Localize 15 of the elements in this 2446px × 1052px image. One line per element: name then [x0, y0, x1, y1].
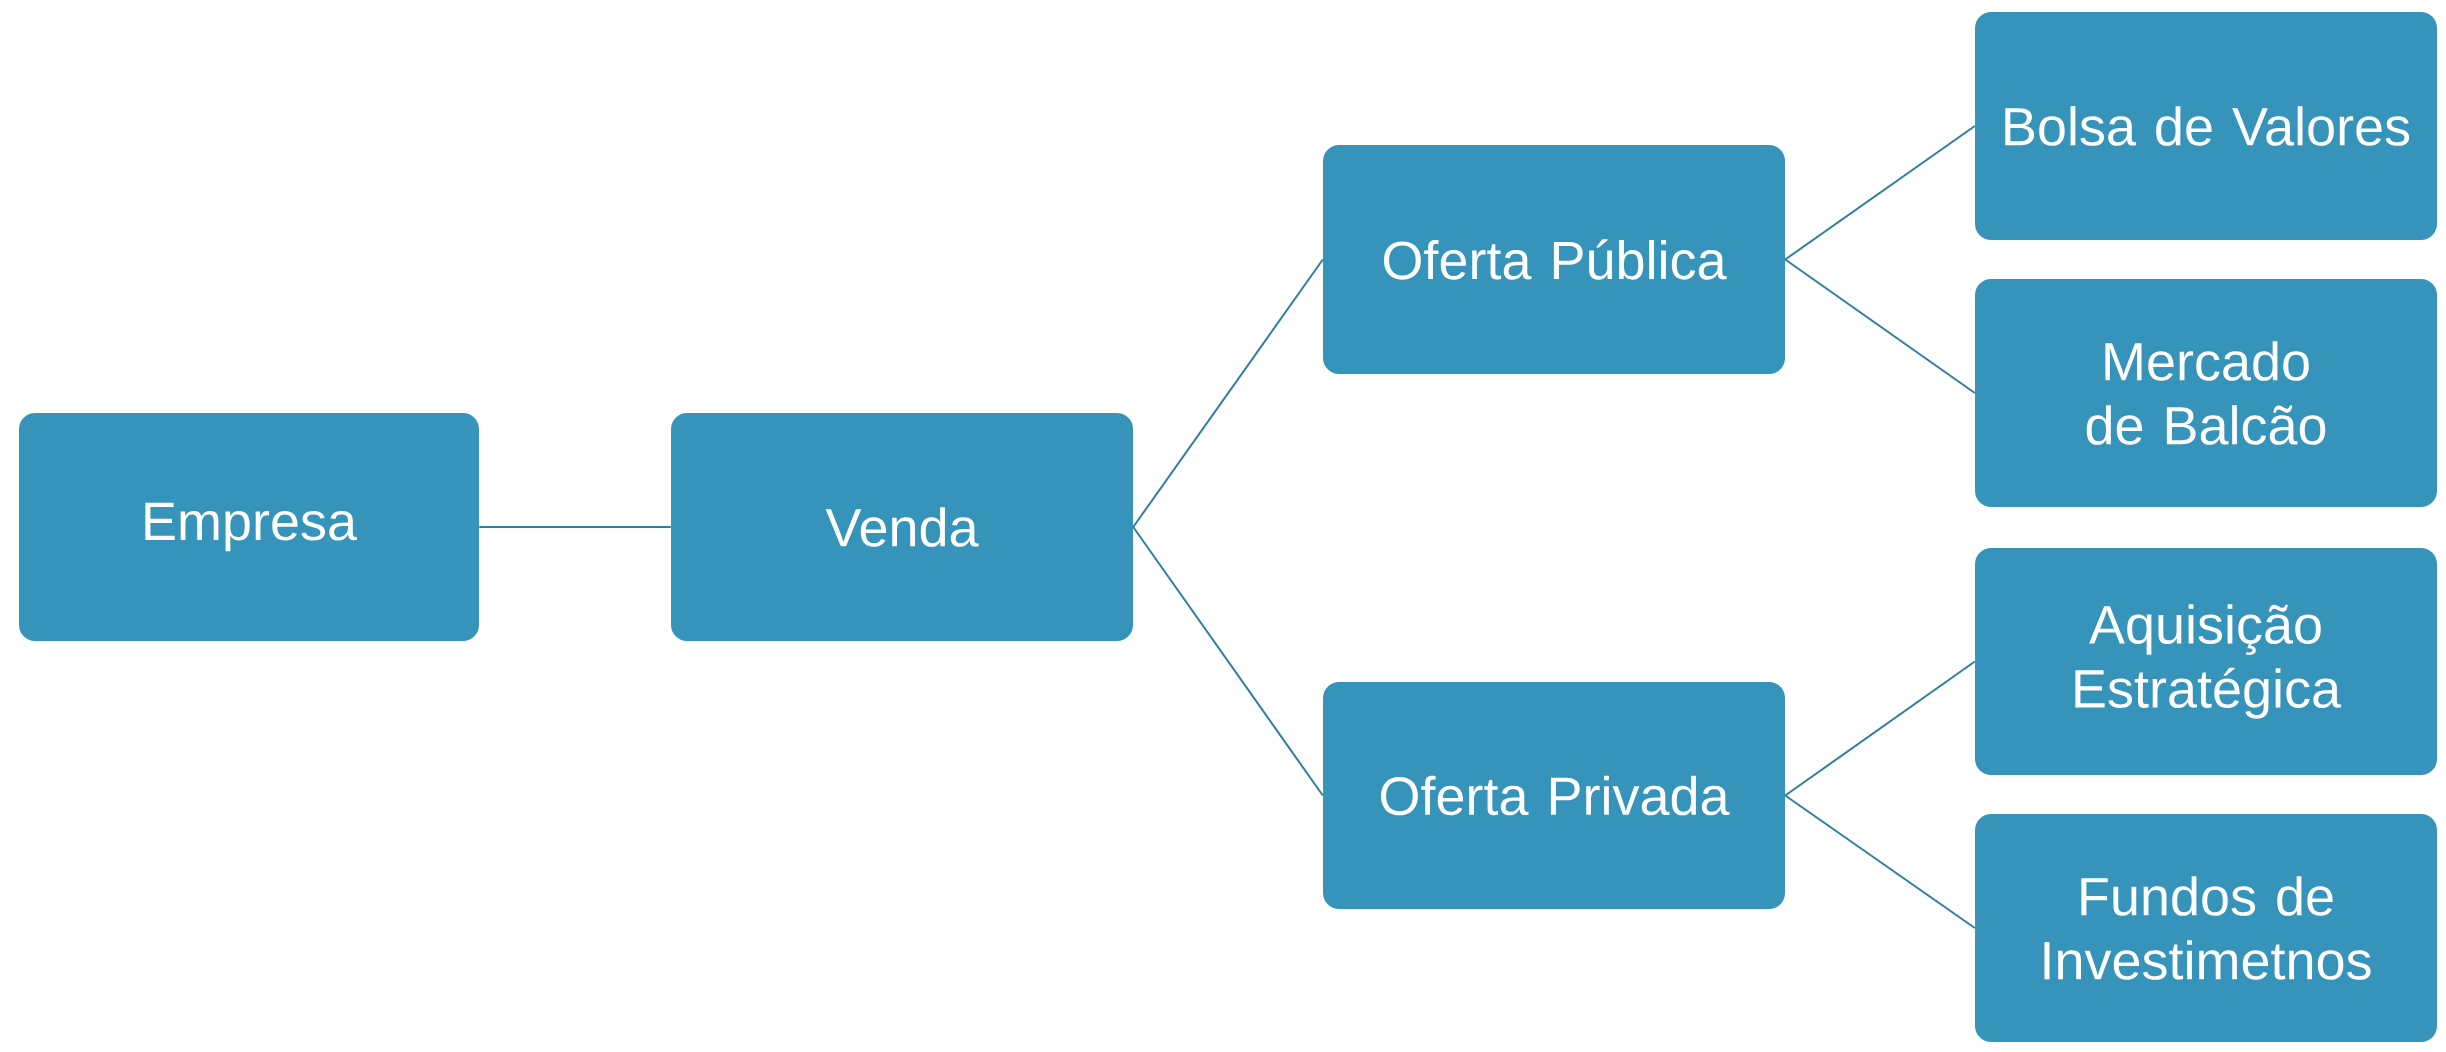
connector-line — [1784, 125, 1976, 261]
process-box: Oferta Pública — [1323, 145, 1786, 374]
process-box: Empresa — [19, 413, 479, 641]
process-box: Mercado de Balcão — [1975, 279, 2438, 507]
process-box: Bolsa de Valores — [1975, 12, 2438, 240]
process-box: Fundos de Investimetnos — [1975, 814, 2438, 1042]
connector-line — [1132, 526, 1324, 797]
connector-line — [1784, 258, 1976, 394]
connector-line — [478, 526, 672, 528]
connector-line — [1132, 258, 1324, 528]
process-box: Aquisição Estratégica — [1975, 548, 2438, 775]
connector-line — [1784, 794, 1976, 929]
process-box: Venda — [671, 413, 1133, 641]
process-box: Oferta Privada — [1323, 682, 1786, 909]
connector-line — [1784, 660, 1976, 797]
